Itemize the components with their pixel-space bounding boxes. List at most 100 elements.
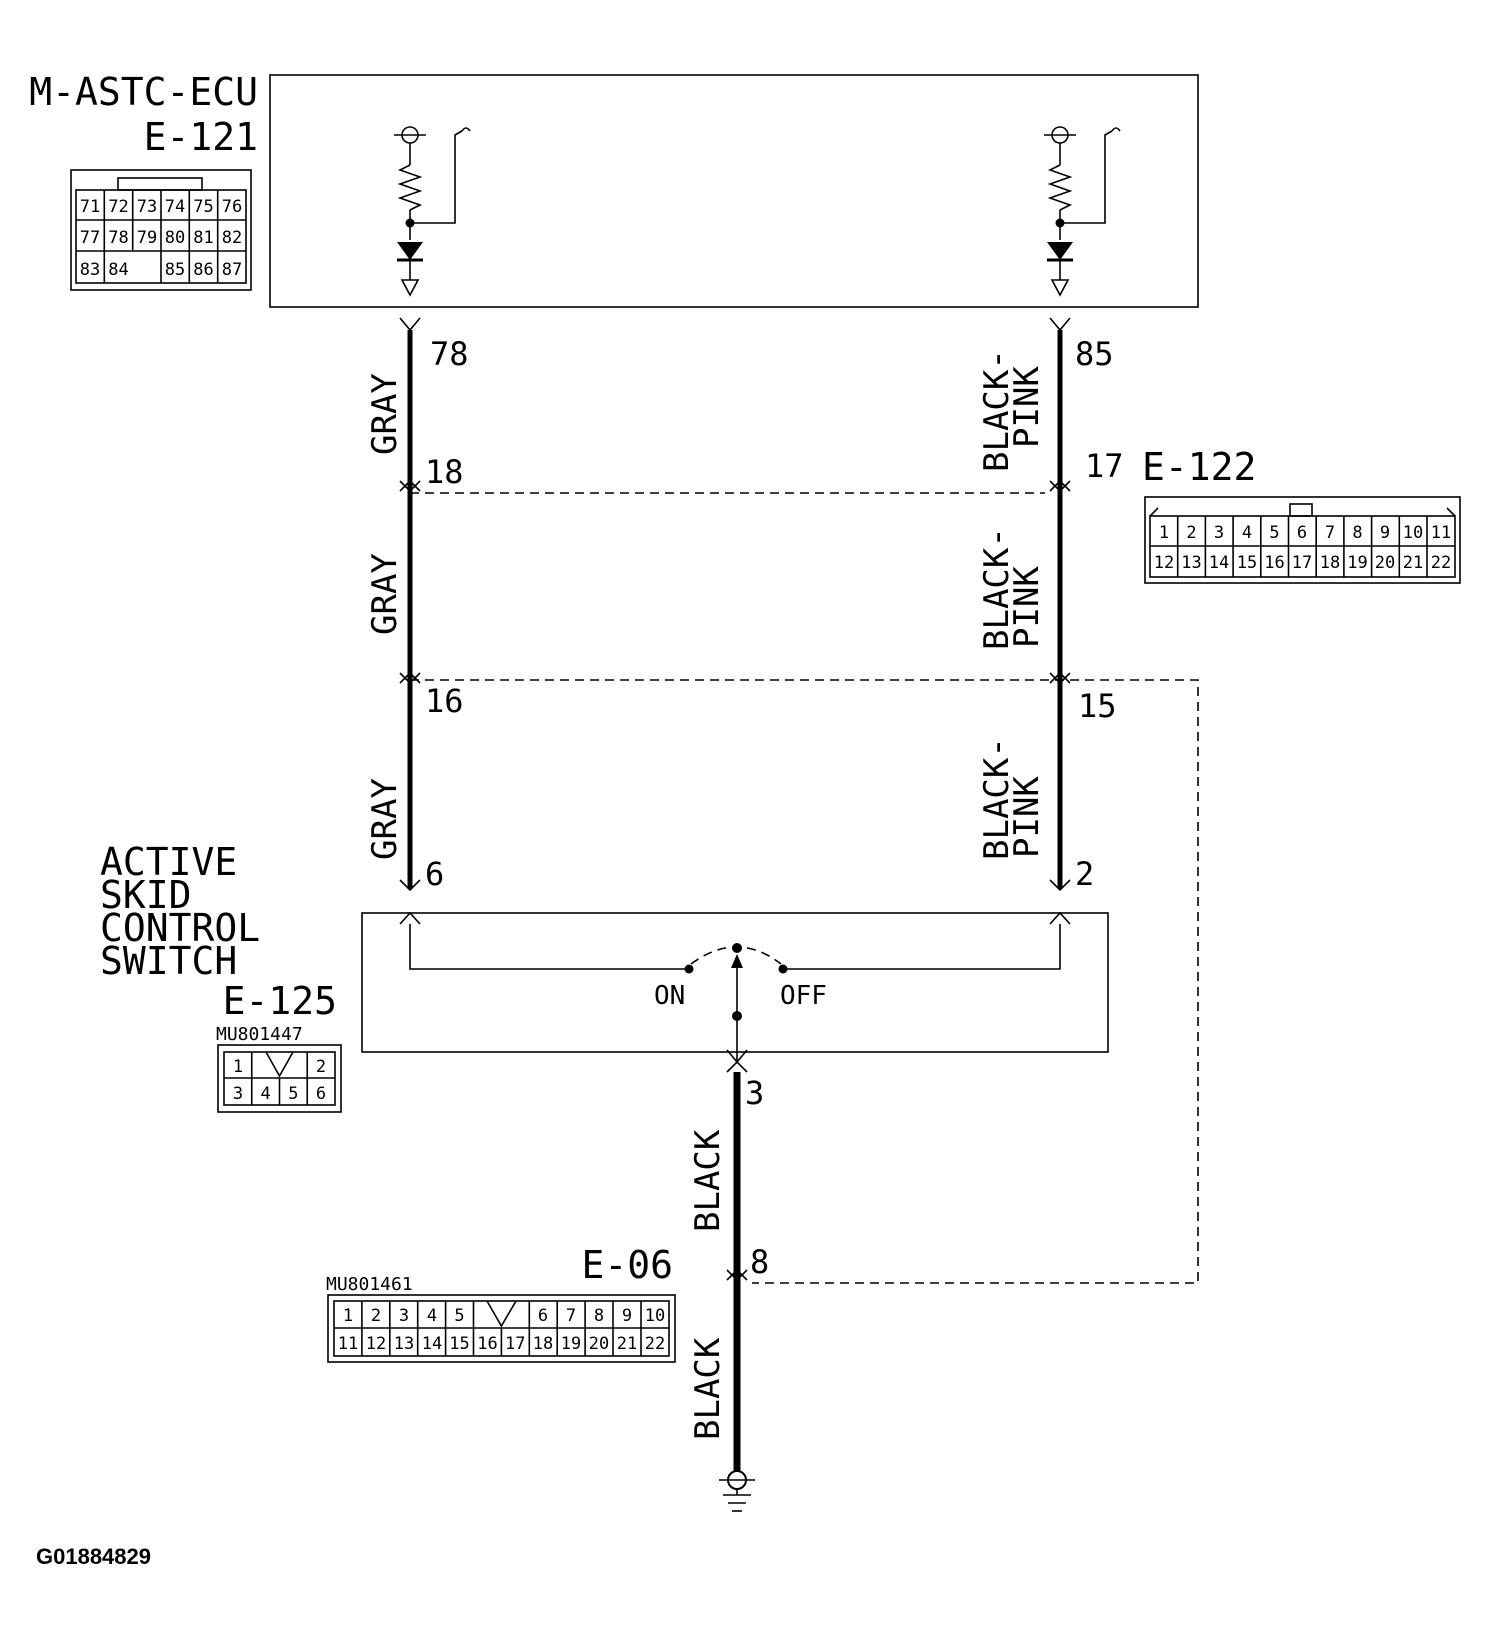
- e122-pin: 5: [1269, 523, 1279, 543]
- e06-pin: 1: [343, 1306, 353, 1326]
- switch-title-line: ACTIVE: [100, 840, 237, 884]
- pin-number: 85: [1075, 335, 1114, 373]
- e121-connector-face: 71 72 73 74 75 76 77 78 79 80 81 82 83 8…: [70, 169, 252, 291]
- e121-pin: 83: [80, 260, 100, 280]
- e06-pin: 7: [566, 1306, 576, 1326]
- e125-pin: 4: [260, 1084, 270, 1104]
- e06-connector-id: E-06: [581, 1243, 673, 1287]
- wire-color-label-black-pink: PINK: [1007, 366, 1047, 448]
- e122-connector-id: E-122: [1142, 445, 1256, 489]
- connector-terminal-marks: [399, 317, 1071, 1282]
- e122-pin: 8: [1352, 523, 1362, 543]
- pin-number: 8: [750, 1243, 769, 1281]
- e06-pin: 19: [561, 1334, 581, 1354]
- e122-pin: 10: [1403, 523, 1423, 543]
- e122-pin: 17: [1292, 553, 1312, 573]
- connector-e06-dashed-outline: [410, 679, 1199, 1284]
- pin-number: 2: [1075, 855, 1094, 893]
- e122-pin: 15: [1237, 553, 1257, 573]
- wire-color-label-black: BLACK: [688, 1129, 728, 1232]
- pin-number: 18: [425, 453, 464, 491]
- e125-pin: 3: [233, 1084, 243, 1104]
- e122-pin: 12: [1154, 553, 1174, 573]
- wire-color-label-black-pink: BLACK-: [977, 527, 1017, 650]
- e06-pin: 20: [589, 1334, 609, 1354]
- e06-pin: 15: [449, 1334, 469, 1354]
- e06-pin: 21: [617, 1334, 637, 1354]
- e06-pin: 5: [454, 1306, 464, 1326]
- figure-id: G01884829: [36, 1544, 151, 1569]
- switch-part-number: MU801447: [216, 1024, 303, 1045]
- wire-color-label-gray: GRAY: [365, 373, 405, 455]
- e122-pin: 4: [1242, 523, 1252, 543]
- e122-pin: 3: [1214, 523, 1224, 543]
- e125-pin: 6: [316, 1084, 326, 1104]
- e122-pin: 7: [1325, 523, 1335, 543]
- e122-pin: 16: [1264, 553, 1284, 573]
- e121-pin: 72: [108, 197, 128, 217]
- e121-pin: 75: [193, 197, 213, 217]
- ecu-module: M-ASTC-ECU E-121: [29, 70, 1199, 308]
- ecu-internal-circuit-right: [1044, 126, 1121, 297]
- ecu-box: [269, 74, 1199, 308]
- e122-pin: 1: [1159, 523, 1169, 543]
- switch-on-label: ON: [654, 981, 685, 1011]
- e122-pin: 20: [1375, 553, 1395, 573]
- e125-connector-face: 1 2 3 4 5 6: [217, 1044, 342, 1113]
- e122-pin: 6: [1297, 523, 1307, 543]
- e122-pin: 2: [1186, 523, 1196, 543]
- switch-connector-id: E-125: [223, 979, 337, 1023]
- e121-pin: 80: [165, 228, 185, 248]
- e06-pin: 8: [594, 1306, 604, 1326]
- e121-pin: 86: [193, 260, 213, 280]
- pin-number: 16: [425, 682, 464, 720]
- pin-number: 3: [745, 1074, 764, 1112]
- switch-title-line: CONTROL: [100, 906, 260, 950]
- ecu-internal-circuit-left: [394, 126, 471, 297]
- active-skid-control-switch: ACTIVE SKID CONTROL SWITCH E-125 MU80144…: [100, 840, 1109, 1062]
- e06-connector-face: 1 2 3 4 5 6 7 8 9 10 11 12 13 14 15 16 1…: [327, 1294, 676, 1363]
- wire-color-label-black-pink: PINK: [1007, 776, 1047, 858]
- e121-pin: 76: [222, 197, 242, 217]
- e122-connector-face: 1 2 3 4 5 6 7 8 9 10 11 12 13 14 15 16 1…: [1144, 496, 1461, 584]
- e121-pin: 77: [80, 228, 100, 248]
- e122-pin: 19: [1347, 553, 1367, 573]
- wire-color-label-black-pink: BLACK-: [977, 349, 1017, 472]
- e121-pin: 79: [137, 228, 157, 248]
- e122-pin: 9: [1380, 523, 1390, 543]
- e125-pin: 2: [316, 1057, 326, 1077]
- switch-title-line: SKID: [100, 873, 192, 917]
- e121-pin: 82: [222, 228, 242, 248]
- e121-pin: 87: [222, 260, 242, 280]
- e06-pin: 14: [422, 1334, 442, 1354]
- e122-pin: 14: [1209, 553, 1229, 573]
- e121-pin: 71: [80, 197, 100, 217]
- wire-color-label-black-pink: BLACK-: [977, 737, 1017, 860]
- e06-pin: 16: [477, 1334, 497, 1354]
- switch-box: [361, 912, 1109, 1053]
- e06-pin: 4: [427, 1306, 437, 1326]
- e06-pin: 3: [399, 1306, 409, 1326]
- e121-pin: 81: [193, 228, 213, 248]
- e06-pin: 2: [371, 1306, 381, 1326]
- wire-color-label-gray: GRAY: [365, 778, 405, 860]
- e122-pin: 21: [1403, 553, 1423, 573]
- e121-pin: 73: [137, 197, 157, 217]
- ecu-title: M-ASTC-ECU: [29, 70, 258, 114]
- pin-number: 15: [1078, 687, 1117, 725]
- ecu-connector-id: E-121: [144, 115, 258, 159]
- pin-number: 6: [425, 855, 444, 893]
- e06-pin: 17: [505, 1334, 525, 1354]
- e06-pin: 22: [645, 1334, 665, 1354]
- e125-pin: 5: [288, 1084, 298, 1104]
- pin-number: 17: [1085, 447, 1124, 485]
- e121-pin: 84: [108, 260, 128, 280]
- e122-pin: 11: [1431, 523, 1451, 543]
- pin-number: 78: [430, 335, 469, 373]
- e06-pin: 13: [394, 1334, 414, 1354]
- e06-pin: 12: [366, 1334, 386, 1354]
- switch-off-label: OFF: [780, 981, 827, 1011]
- ground-icon: [719, 1470, 755, 1512]
- wire-color-label-black: BLACK: [688, 1337, 728, 1440]
